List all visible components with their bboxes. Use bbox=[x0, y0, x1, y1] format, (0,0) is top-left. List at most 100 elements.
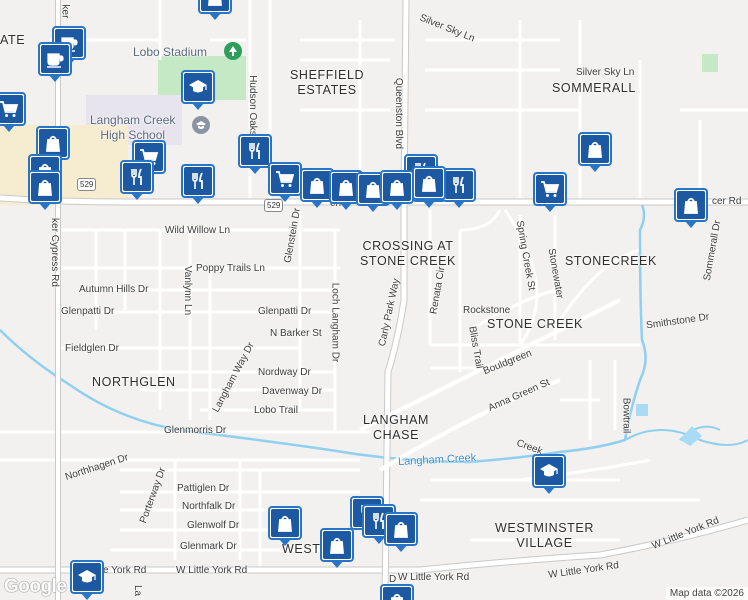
map-marker-m9[interactable] bbox=[181, 164, 215, 204]
street-label-spencer-rd: cer Rd bbox=[712, 196, 742, 207]
street-label-glenpatti-dr-1: Glenpatti Dr bbox=[61, 306, 115, 317]
street-label-northfalk-dr: Northfalk Dr bbox=[182, 501, 236, 512]
street-label-lobo-trail: Lobo Trail bbox=[254, 405, 298, 416]
street-label-e-york-rd: e York Rd bbox=[103, 565, 147, 576]
map-marker-m22[interactable] bbox=[674, 188, 708, 228]
coffee-icon bbox=[41, 45, 69, 73]
area-label-northglen: NORTHGLEN bbox=[92, 375, 176, 389]
map-marker-m4[interactable] bbox=[181, 70, 215, 110]
shopping-bag-icon bbox=[303, 171, 331, 199]
street-label-barker-top: ker bbox=[59, 4, 71, 19]
school-poi-icon[interactable] bbox=[192, 116, 210, 134]
map-marker-m23[interactable] bbox=[532, 454, 566, 494]
street-label-vanlynn-ln: Vanlynn Ln bbox=[182, 265, 194, 316]
map-marker-m29[interactable] bbox=[70, 560, 104, 600]
map-marker-m18[interactable] bbox=[380, 170, 414, 210]
park-icon[interactable] bbox=[224, 42, 242, 60]
street-label-barker-cypress-rd: ker Cypress Rd bbox=[48, 218, 60, 287]
shopping-bag-icon bbox=[332, 173, 360, 201]
street-label-glenmorris-dr: Glenmorris Dr bbox=[164, 425, 227, 436]
street-label-pattiglen-dr: Pattiglen Dr bbox=[177, 483, 230, 494]
map-marker-m12[interactable] bbox=[28, 170, 62, 210]
street-label-w-little-york-rd-1: W Little York Rd bbox=[176, 565, 248, 576]
school-icon bbox=[73, 563, 101, 591]
shopping-bag-icon bbox=[581, 135, 609, 163]
restaurant-icon bbox=[445, 171, 473, 199]
google-logo[interactable]: Google bbox=[4, 576, 67, 597]
street-label-wild-willow-ln: Wild Willow Ln bbox=[165, 225, 231, 236]
street-label-silver-sky-ln-2: Silver Sky Ln bbox=[576, 67, 635, 78]
restaurant-icon bbox=[184, 167, 212, 195]
restaurant-icon bbox=[123, 163, 151, 191]
map-marker-m28[interactable] bbox=[320, 528, 354, 568]
map-marker-m27[interactable] bbox=[384, 512, 418, 552]
restaurant-icon bbox=[241, 137, 269, 165]
poi-label-lobo-stadium[interactable]: Lobo Stadium bbox=[133, 45, 208, 59]
shopping-bag-icon bbox=[383, 173, 411, 201]
street-label-la: La bbox=[132, 584, 144, 597]
street-label-glenmark-dr: Glenmark Dr bbox=[180, 541, 237, 552]
queenston-blvd-road bbox=[382, 0, 409, 600]
shopping-cart-icon bbox=[0, 95, 23, 123]
street-label-poppy-trails-ln: Poppy Trails Ln bbox=[196, 263, 265, 274]
school-icon bbox=[184, 73, 212, 101]
map-marker-m32[interactable] bbox=[578, 132, 612, 172]
shopping-bag-icon bbox=[271, 509, 299, 537]
w-little-york-road bbox=[0, 517, 748, 573]
street-label-nordway-dr: Nordway Dr bbox=[258, 367, 311, 378]
map-marker-m14[interactable] bbox=[300, 168, 334, 208]
street-label-n-barker-st: N Barker St bbox=[270, 328, 322, 339]
map-attribution[interactable]: Map data ©2026 bbox=[665, 587, 748, 600]
fm-529-road bbox=[0, 195, 748, 205]
street-label-fieldglen-dr: Fieldglen Dr bbox=[65, 343, 119, 354]
street-label-glenpatti-dr-2: Glenpatti Dr bbox=[258, 306, 312, 317]
map-marker-m20[interactable] bbox=[442, 168, 476, 208]
area-label-stonecreek: STONECREEK bbox=[565, 254, 657, 268]
shopping-bag-icon bbox=[201, 0, 229, 11]
shopping-bag-icon bbox=[387, 515, 415, 543]
highway-shield-529-left: 529 bbox=[77, 178, 97, 191]
street-label-bowtrail: Bowtrail bbox=[620, 397, 632, 434]
street-label-autumn-hills-dr: Autumn Hills Dr bbox=[79, 284, 149, 295]
street-label-d: D bbox=[389, 574, 397, 585]
street-label-glenwolf-dr: Glenwolf Dr bbox=[187, 520, 240, 531]
shopping-bag-icon bbox=[415, 169, 443, 197]
shopping-bag-icon bbox=[323, 531, 351, 559]
area-label-stone-creek: STONE CREEK bbox=[487, 317, 583, 331]
street-label-queenston-blvd: Queenston Blvd bbox=[393, 77, 405, 150]
street-label-loch-langham-dr: Loch Langham Dr bbox=[329, 282, 341, 363]
map-marker-m10[interactable] bbox=[238, 134, 272, 174]
area-label-sommerall: SOMMERALL bbox=[552, 81, 636, 95]
area-label-ate: ATE bbox=[0, 33, 26, 47]
shopping-cart-icon bbox=[271, 165, 299, 193]
map-marker-m13[interactable] bbox=[268, 162, 302, 202]
map-marker-m21[interactable] bbox=[533, 172, 567, 212]
school-icon bbox=[535, 457, 563, 485]
map-marker-m1[interactable] bbox=[198, 0, 232, 20]
shopping-cart-icon bbox=[536, 175, 564, 203]
shopping-bag-icon bbox=[383, 587, 411, 600]
map-marker-m8[interactable] bbox=[120, 160, 154, 200]
map-marker-m5[interactable] bbox=[0, 92, 26, 132]
map-marker-m3[interactable] bbox=[38, 42, 72, 82]
street-label-davenway-dr: Davenway Dr bbox=[262, 386, 323, 397]
street-label-rockstone: Rockstone bbox=[463, 305, 511, 316]
park-patch bbox=[702, 54, 718, 72]
highway-shield-529-right: 529 bbox=[264, 199, 284, 212]
shopping-bag-icon bbox=[31, 173, 59, 201]
langham-creek-line bbox=[0, 199, 647, 464]
map-marker-m30[interactable] bbox=[380, 584, 414, 600]
map-marker-m31[interactable] bbox=[412, 166, 446, 206]
map-marker-m24[interactable] bbox=[268, 506, 302, 546]
street-label-w-little-york-rd-2: W Little York Rd bbox=[398, 572, 470, 583]
street-label-hudson-oaks: Hudson Oaks bbox=[246, 75, 258, 136]
shopping-bag-icon bbox=[39, 129, 67, 157]
shopping-bag-icon bbox=[677, 191, 705, 219]
